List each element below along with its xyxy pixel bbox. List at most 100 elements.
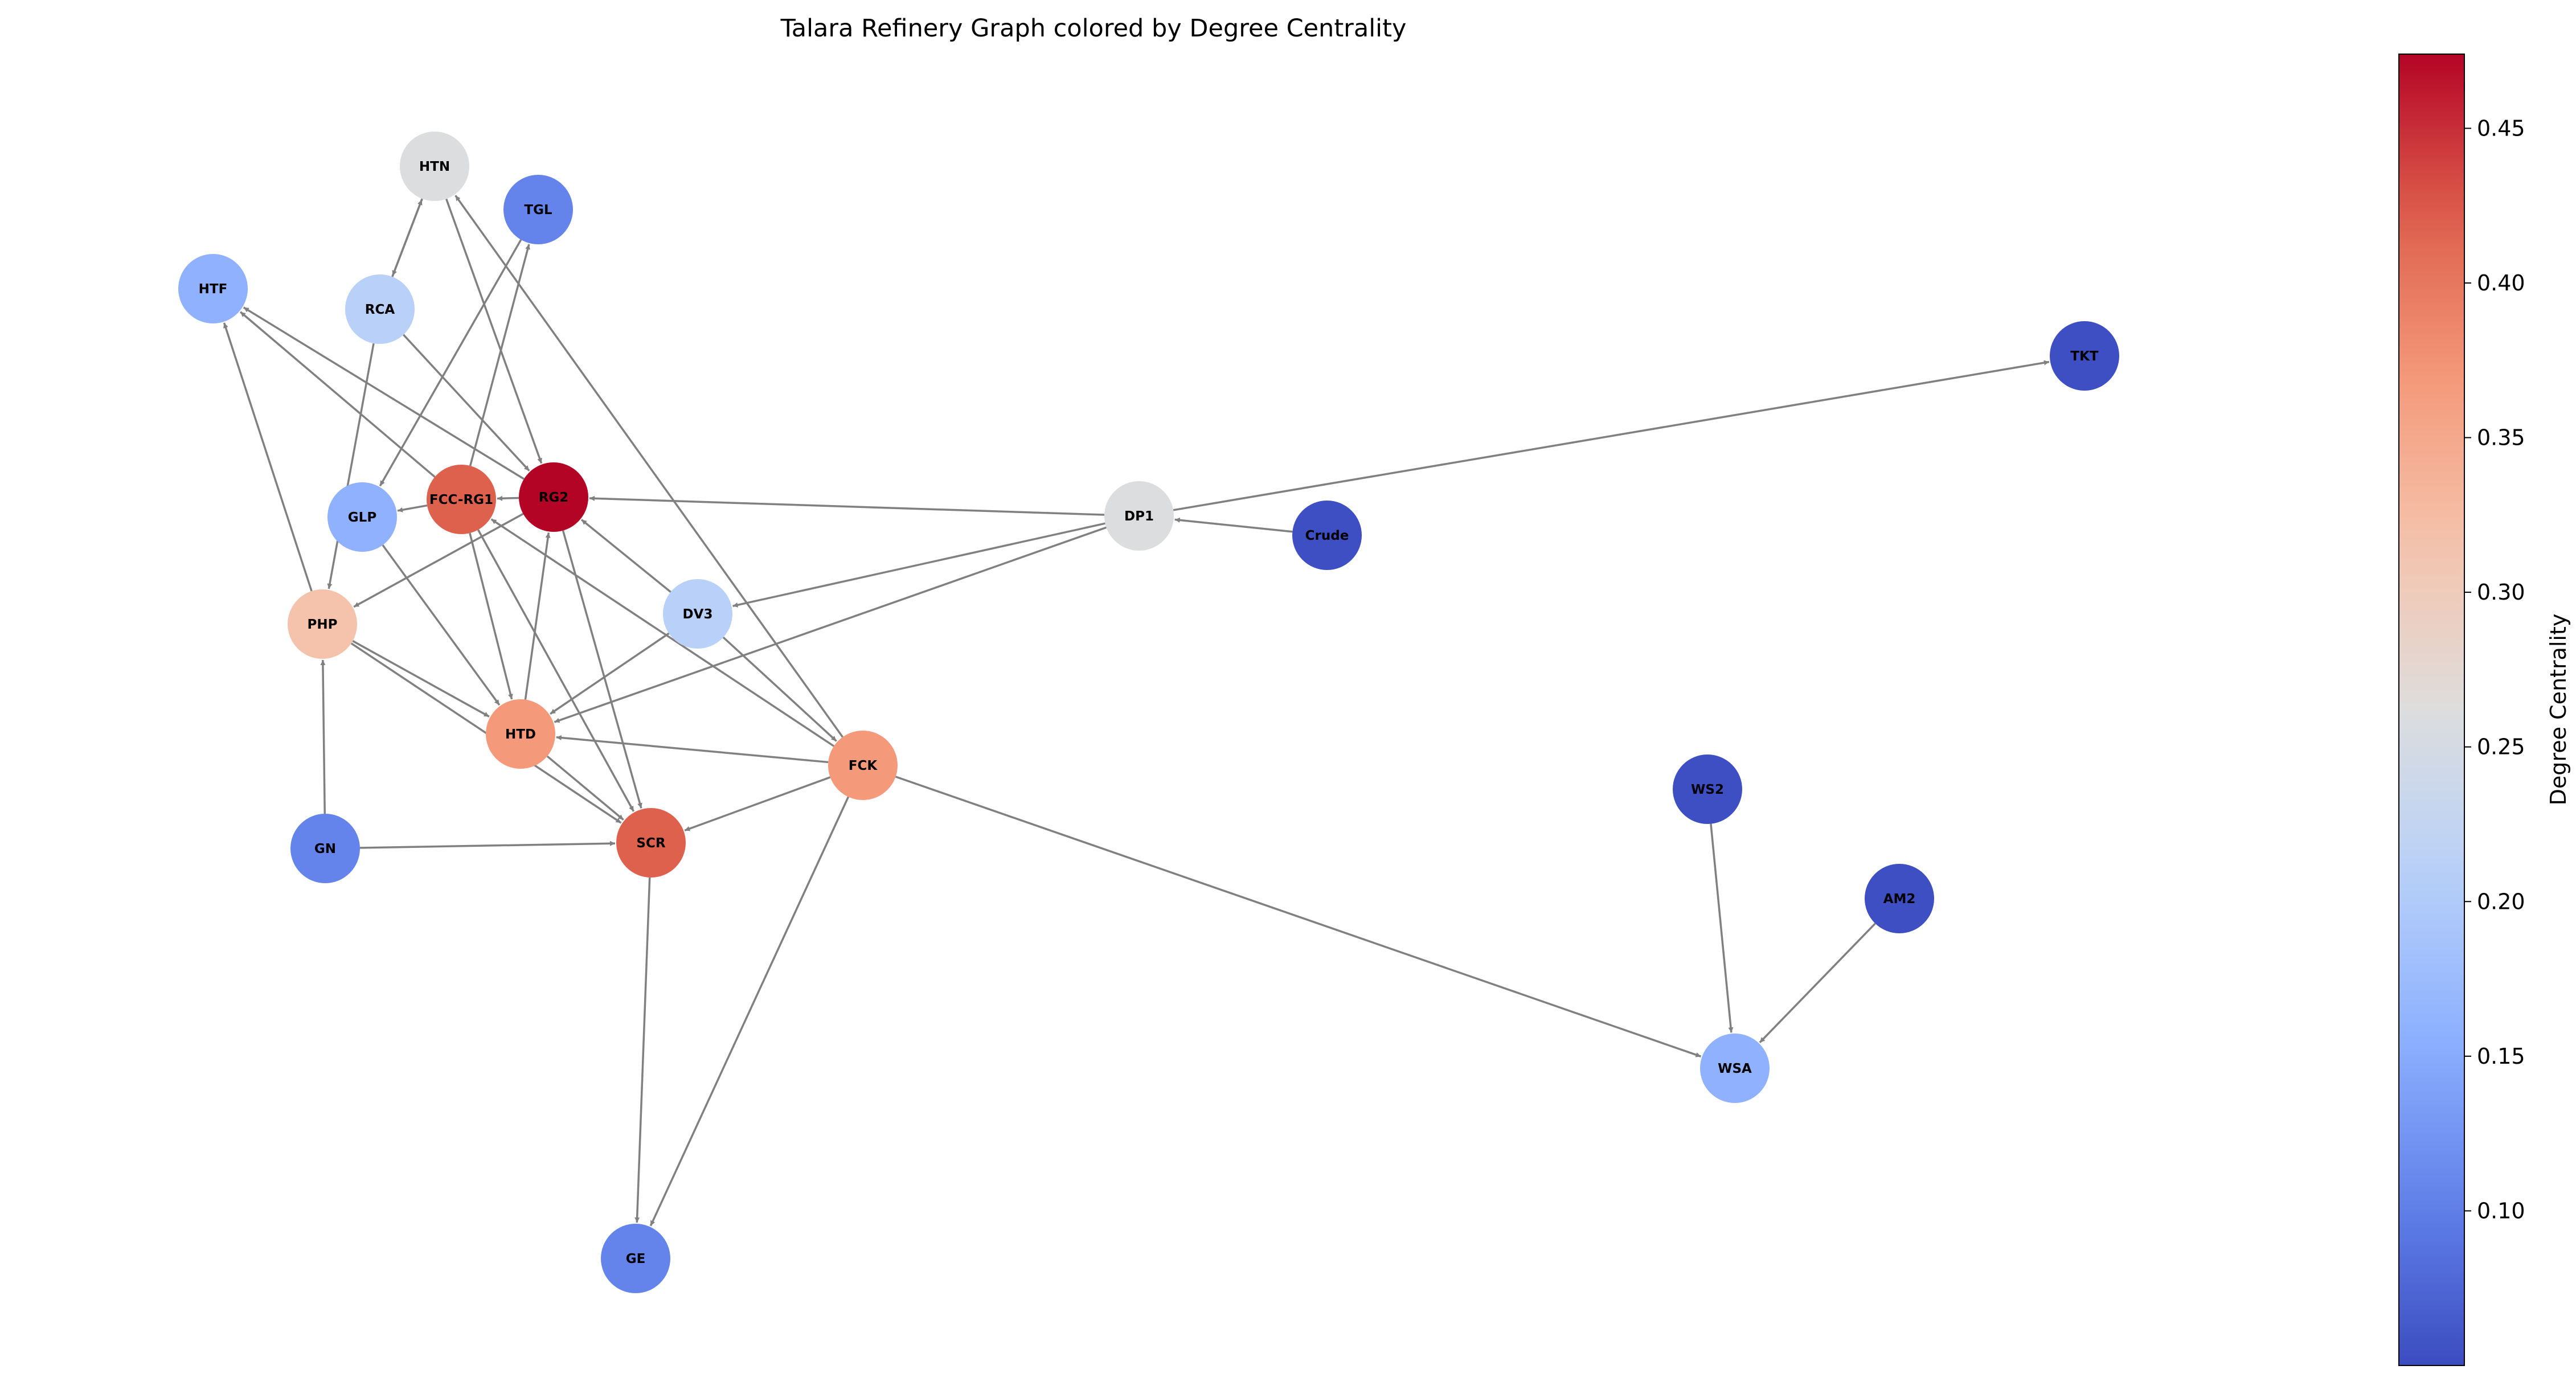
node-circle[interactable]	[601, 1224, 670, 1293]
node-circle[interactable]	[327, 482, 397, 552]
node-htn[interactable]: HTN	[400, 132, 469, 201]
node-circle[interactable]	[519, 462, 588, 532]
node-label: TGL	[524, 203, 552, 218]
edge-fck-to-scr	[684, 776, 831, 832]
node-circle[interactable]	[178, 254, 248, 323]
edge-dv3-to-rg2	[580, 519, 671, 593]
edge-fcc-rg1-to-glp	[397, 504, 428, 512]
node-circle[interactable]	[290, 814, 360, 883]
node-circle[interactable]	[1865, 864, 1934, 933]
edge-glp-to-htd	[382, 544, 501, 706]
edge-rg2-to-fcc-rg1	[497, 495, 519, 501]
node-label: GE	[626, 1252, 646, 1266]
node-circle[interactable]	[1700, 1034, 1770, 1103]
node-fcc-rg1[interactable]: FCC-RG1	[427, 465, 496, 534]
edge-tgl-to-glp	[379, 239, 522, 487]
node-fck[interactable]: FCK	[828, 731, 898, 800]
node-label: Crude	[1305, 528, 1349, 543]
edge-fck-to-htn	[454, 195, 843, 738]
node-label: DV3	[683, 607, 713, 622]
edge-dp1-to-rg2	[589, 495, 1105, 516]
edge-fck-to-fcc-rg1	[490, 518, 835, 747]
edge-rca-to-php	[327, 343, 375, 589]
node-label: WSA	[1718, 1061, 1752, 1076]
node-circle[interactable]	[616, 808, 686, 877]
edge-dp1-to-htd	[554, 526, 1107, 723]
node-label: TKT	[2070, 349, 2099, 364]
edge-fcc-rg1-to-htf	[239, 311, 436, 478]
node-scr[interactable]: SCR	[616, 808, 686, 877]
node-rca[interactable]: RCA	[345, 274, 415, 344]
edge-htd-to-scr	[546, 755, 624, 821]
edge-fck-to-ge	[649, 796, 850, 1227]
node-tkt[interactable]: TKT	[2050, 321, 2119, 391]
edge-fcc-rg1-to-scr	[477, 529, 635, 812]
node-dp1[interactable]: DP1	[1104, 481, 1174, 551]
node-label: RCA	[365, 302, 395, 317]
edge-ws2-to-wsa	[1710, 823, 1734, 1033]
node-circle[interactable]	[486, 699, 555, 769]
edge-fck-to-wsa	[895, 776, 1702, 1057]
colorbar: 0.100.150.200.250.300.350.400.45 Degree …	[2398, 54, 2571, 1366]
node-label: SCR	[636, 836, 665, 851]
edge-php-to-htd	[352, 640, 490, 717]
node-label: RG2	[539, 490, 569, 505]
node-circle[interactable]	[663, 579, 732, 649]
node-label: WS2	[1691, 782, 1724, 797]
edge-rg2-to-scr	[562, 530, 642, 809]
node-dv3[interactable]: DV3	[663, 579, 732, 649]
edge-dv3-to-fck	[722, 636, 837, 742]
node-label: HTF	[199, 282, 228, 297]
node-circle[interactable]	[1673, 754, 1742, 824]
node-label: PHP	[308, 617, 338, 632]
node-crude[interactable]: Crude	[1292, 501, 1362, 570]
node-circle[interactable]	[400, 132, 469, 201]
edge-gn-to-php	[320, 659, 326, 814]
node-label: HTD	[505, 727, 536, 742]
node-circle[interactable]	[828, 731, 898, 800]
node-ws2[interactable]: WS2	[1673, 754, 1742, 824]
edge-gn-to-scr	[359, 840, 616, 849]
edge-rg2-to-php	[353, 512, 524, 608]
edge-dp1-to-dv3	[732, 522, 1105, 608]
edge-htd-to-rg2	[524, 532, 551, 700]
node-htd[interactable]: HTD	[486, 699, 555, 769]
node-circle[interactable]	[503, 175, 573, 244]
node-glp[interactable]: GLP	[327, 482, 397, 552]
node-rg2[interactable]: RG2	[519, 462, 588, 532]
node-circle[interactable]	[1104, 481, 1174, 551]
node-circle[interactable]	[2050, 321, 2119, 391]
node-php[interactable]: PHP	[288, 589, 357, 659]
colorbar-tick-label: 0.30	[2477, 580, 2525, 605]
chart-title: Talara Refinery Graph colored by Degree …	[780, 14, 1407, 43]
colorbar-tick-label: 0.15	[2477, 1044, 2525, 1069]
node-label: FCC-RG1	[429, 493, 493, 507]
node-htf[interactable]: HTF	[178, 254, 248, 323]
edge-dp1-to-tkt	[1173, 360, 2050, 511]
node-ge[interactable]: GE	[601, 1224, 670, 1293]
edge-fcc-rg1-to-htd	[469, 532, 513, 700]
colorbar-tick-label: 0.20	[2477, 889, 2525, 914]
node-label: HTN	[419, 159, 450, 174]
node-circle[interactable]	[427, 465, 496, 534]
colorbar-tick-label: 0.40	[2477, 270, 2525, 296]
edges-layer	[223, 195, 2050, 1227]
node-circle[interactable]	[345, 274, 415, 344]
node-label: GLP	[348, 510, 376, 525]
edge-fcc-rg1-to-tgl	[469, 244, 530, 466]
node-am2[interactable]: AM2	[1865, 864, 1934, 933]
node-label: AM2	[1883, 892, 1916, 907]
edge-scr-to-ge	[634, 877, 651, 1223]
node-circle[interactable]	[1292, 501, 1362, 570]
edge-rca-to-htn	[391, 199, 423, 277]
colorbar-label: Degree Centrality	[2546, 614, 2571, 806]
node-tgl[interactable]: TGL	[503, 175, 573, 244]
edge-rca-to-rg2	[403, 334, 530, 471]
colorbar-tick-label: 0.25	[2477, 735, 2525, 760]
node-circle[interactable]	[288, 589, 357, 659]
edge-php-to-htf	[223, 322, 313, 592]
node-wsa[interactable]: WSA	[1700, 1034, 1770, 1103]
node-gn[interactable]: GN	[290, 814, 360, 883]
edge-rg2-to-htf	[243, 306, 525, 480]
